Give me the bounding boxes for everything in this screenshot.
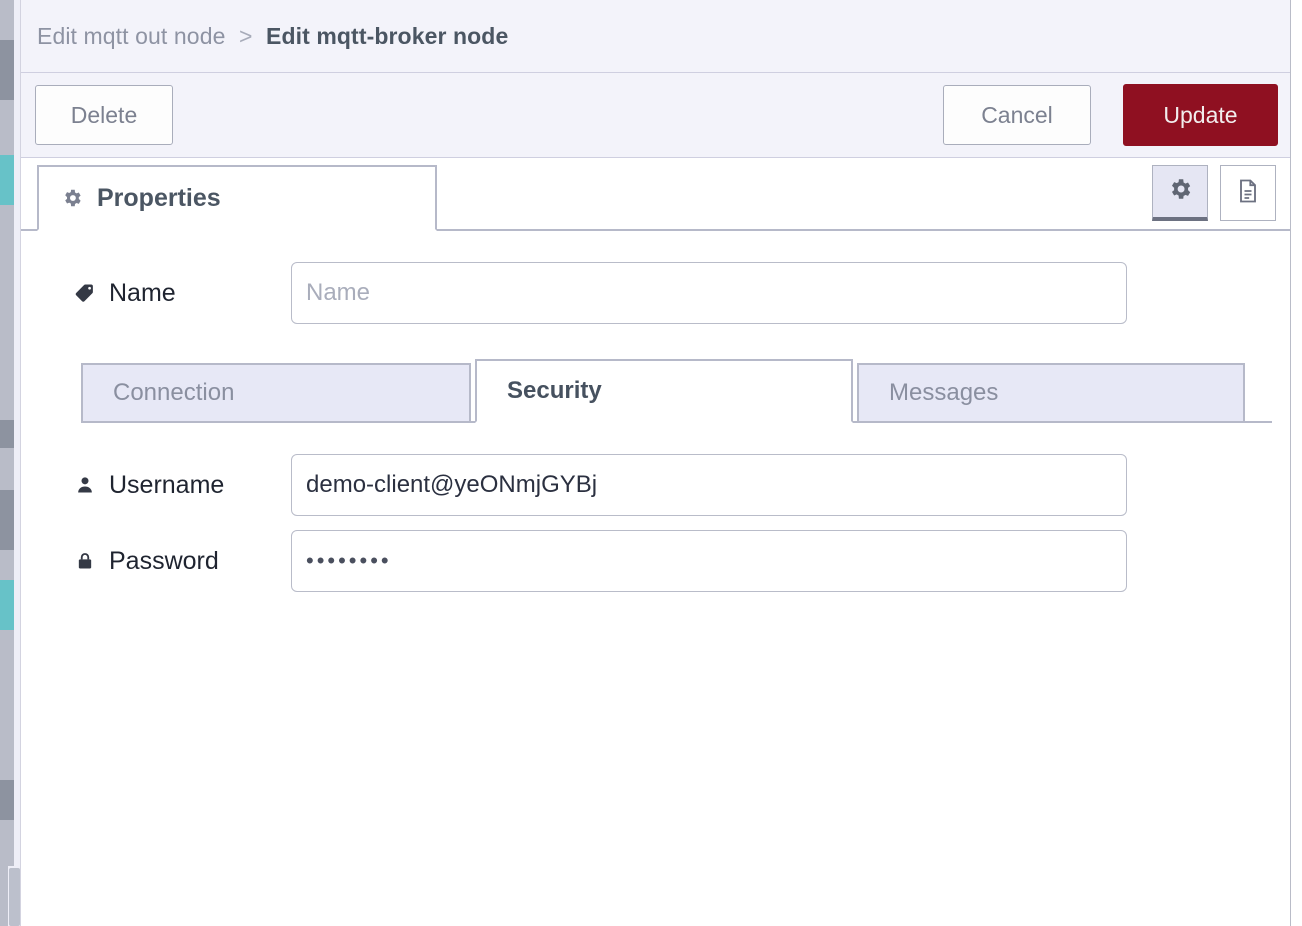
cancel-button[interactable]: Cancel: [943, 85, 1091, 145]
background-palette-item: [0, 420, 14, 448]
main-tabstrip: Properties: [21, 158, 1290, 231]
breadcrumb-separator: >: [238, 22, 253, 49]
edit-node-dialog: Edit mqtt out node > Edit mqtt-broker no…: [20, 0, 1291, 926]
background-palette-item: [0, 155, 14, 205]
security-fields: Username Password: [21, 447, 1290, 599]
password-label: Password: [73, 547, 291, 576]
toolbar-right-group: Cancel Update: [943, 84, 1278, 146]
lock-icon: [73, 550, 97, 572]
background-palette-item: [0, 780, 14, 820]
settings-toggle-button[interactable]: [1152, 165, 1208, 221]
background-scrollbar-thumb[interactable]: [9, 868, 20, 926]
subtab-bar: Connection Security Messages: [21, 357, 1290, 423]
tabstrip-tools: [1152, 165, 1276, 221]
username-label: Username: [73, 471, 291, 500]
gear-icon: [1167, 176, 1193, 207]
form-row-username: Username: [21, 447, 1290, 523]
background-palette-item: [0, 580, 14, 630]
username-input[interactable]: [291, 454, 1127, 516]
name-label-text: Name: [109, 278, 176, 307]
name-label: Name: [73, 279, 291, 308]
subtab-security[interactable]: Security: [475, 359, 853, 423]
form-row-password: Password: [21, 523, 1290, 599]
breadcrumb-parent[interactable]: Edit mqtt out node: [37, 22, 226, 49]
background-palette-item: [0, 40, 14, 100]
background-palette: [0, 0, 14, 926]
tab-properties[interactable]: Properties: [37, 165, 437, 231]
subtab-messages-label: Messages: [889, 379, 999, 406]
background-palette-item: [0, 490, 14, 550]
update-button[interactable]: Update: [1123, 84, 1278, 146]
dialog-body: Name Connection Security Messages: [21, 231, 1290, 926]
tab-properties-label: Properties: [97, 183, 221, 212]
description-toggle-button[interactable]: [1220, 165, 1276, 221]
form-row-name: Name: [21, 255, 1290, 331]
subtab-security-label: Security: [507, 377, 602, 404]
user-icon: [73, 474, 97, 496]
dialog-toolbar: Delete Cancel Update: [21, 73, 1290, 158]
gear-icon: [61, 187, 83, 209]
password-label-text: Password: [109, 546, 219, 575]
subtab-messages[interactable]: Messages: [857, 363, 1245, 423]
name-input[interactable]: [291, 262, 1127, 324]
breadcrumb-current: Edit mqtt-broker node: [266, 22, 509, 49]
description-icon: [1234, 177, 1262, 210]
delete-button[interactable]: Delete: [35, 85, 173, 145]
background-gap: [14, 0, 20, 926]
dialog-header: Edit mqtt out node > Edit mqtt-broker no…: [21, 0, 1290, 73]
password-input[interactable]: [291, 530, 1127, 592]
subtab-connection-label: Connection: [113, 379, 235, 406]
username-label-text: Username: [109, 470, 225, 499]
tag-icon: [73, 282, 97, 304]
subtab-connection[interactable]: Connection: [81, 363, 471, 423]
breadcrumb: Edit mqtt out node > Edit mqtt-broker no…: [37, 23, 508, 50]
